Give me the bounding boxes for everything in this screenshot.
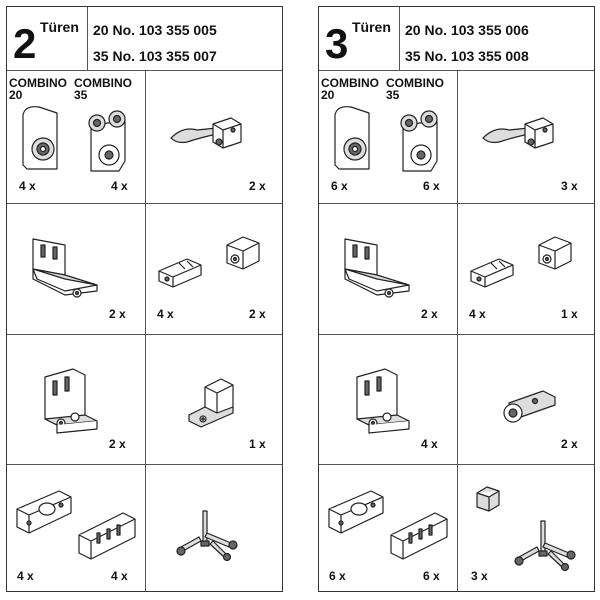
roller-bracket-icon: [503, 390, 556, 423]
panel-3-doors: 3 Türen 20 No. 103 355 006 35 No. 103 35…: [318, 6, 595, 592]
qty-combino-35: 4 x: [111, 179, 128, 193]
screws-icon: [176, 510, 238, 562]
roller-carrier-20-icon: [334, 106, 370, 170]
qty-roller-bracket: 2 x: [561, 437, 578, 451]
divider: [319, 334, 594, 335]
screws-icon: [514, 520, 576, 572]
qty-angle-bracket: 2 x: [421, 307, 438, 321]
cube-stop-icon: [476, 486, 500, 512]
door-count: 2: [13, 20, 37, 67]
qty-slotted-plate: 6 x: [423, 569, 440, 583]
clamp-part-icon: [470, 258, 514, 288]
qty-mounting-plate: 2 x: [109, 437, 126, 451]
divider: [319, 70, 594, 71]
divider: [145, 70, 146, 591]
panel-2-doors: 2 Türen 20 No. 103 355 005 35 No. 103 35…: [6, 6, 283, 592]
divider: [457, 70, 458, 591]
qty-cover-plate: 4 x: [17, 569, 34, 583]
cover-plate-icon: [328, 490, 384, 534]
qty-slotted-plate: 4 x: [111, 569, 128, 583]
qty-latch: 3 x: [561, 179, 578, 193]
divider: [399, 7, 400, 70]
qty-clamp: 4 x: [157, 307, 174, 321]
divider: [7, 334, 282, 335]
divider: [319, 464, 594, 465]
article-number-20: 20 No. 103 355 006: [405, 22, 529, 38]
slotted-plate-icon: [78, 512, 136, 560]
article-number-35: 35 No. 103 355 007: [93, 48, 217, 64]
cover-plate-icon: [16, 490, 72, 534]
combino-20-label: COMBINO 20: [9, 76, 67, 102]
qty-angle-bracket: 2 x: [109, 307, 126, 321]
combino-35-label: COMBINO 35: [386, 76, 444, 102]
qty-guide-block: 2 x: [249, 307, 266, 321]
divider: [7, 203, 282, 204]
qty-latch: 2 x: [249, 179, 266, 193]
mounting-plate-icon: [356, 368, 410, 434]
qty-combino-35: 6 x: [423, 179, 440, 193]
slotted-plate-icon: [390, 512, 448, 560]
divider: [319, 203, 594, 204]
doors-label: Türen: [40, 19, 79, 35]
qty-clamp: 4 x: [469, 307, 486, 321]
doors-label: Türen: [352, 19, 391, 35]
divider: [7, 70, 282, 71]
latch-lever-icon: [482, 117, 554, 149]
divider: [7, 464, 282, 465]
roller-carrier-35-icon: [400, 110, 438, 172]
guide-block-icon: [226, 236, 260, 270]
article-number-20: 20 No. 103 355 005: [93, 22, 217, 38]
article-number-35: 35 No. 103 355 008: [405, 48, 529, 64]
angle-bracket-icon: [344, 238, 410, 298]
roller-carrier-35-icon: [88, 110, 126, 172]
qty-combino-20: 4 x: [19, 179, 36, 193]
guide-block-icon: [538, 236, 572, 270]
angle-bracket-icon: [32, 238, 98, 298]
stop-bracket-icon: [188, 378, 234, 428]
qty-cover-plate: 6 x: [329, 569, 346, 583]
combino-35-label: COMBINO 35: [74, 76, 132, 102]
qty-stop-bracket: 1 x: [249, 437, 266, 451]
qty-mounting-plate: 4 x: [421, 437, 438, 451]
qty-cube-stop: 3 x: [471, 569, 488, 583]
mounting-plate-icon: [44, 368, 98, 434]
roller-carrier-20-icon: [22, 106, 58, 170]
divider: [87, 7, 88, 70]
qty-guide-block: 1 x: [561, 307, 578, 321]
clamp-part-icon: [158, 258, 202, 288]
qty-combino-20: 6 x: [331, 179, 348, 193]
latch-lever-icon: [170, 117, 242, 149]
door-count: 3: [325, 20, 349, 67]
combino-20-label: COMBINO 20: [321, 76, 379, 102]
